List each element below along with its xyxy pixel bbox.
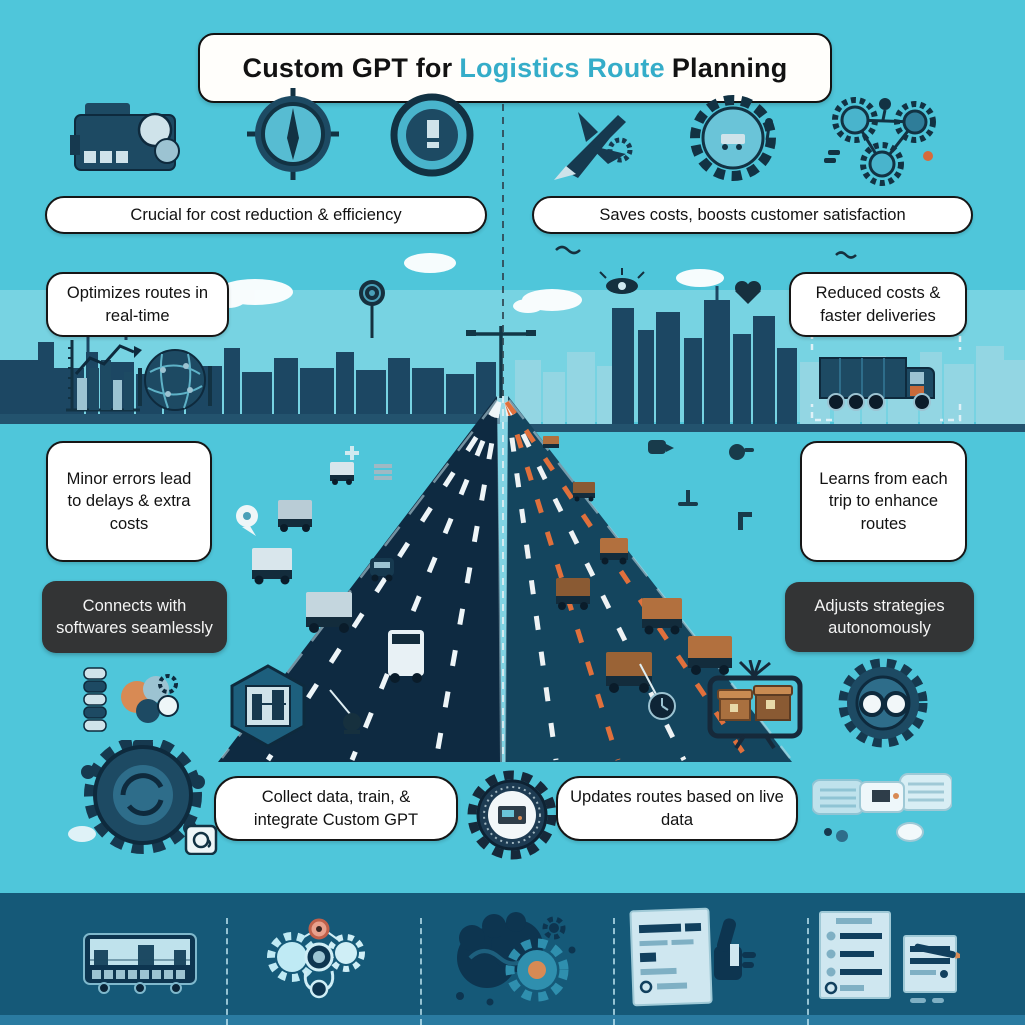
camera-gauge-icon [462,770,562,860]
module-ring-icon [683,90,783,185]
callout-left-risk: Minor errors lead to delays & extra cost… [46,441,212,562]
band-separator [613,918,615,1025]
truck-icon [688,636,732,675]
car-icon [370,558,394,582]
callout-right-updates: Updates routes based on live data [556,776,798,841]
route-doc-thumbsup-icon [614,904,768,1010]
callout-left-integration: Connects with softwares seamlessly [42,581,227,653]
truck-icon [543,436,559,448]
bar-chart-trend-icon [60,332,144,420]
truck-icon [573,482,595,502]
truck-icon [606,652,652,693]
monitor-packages-icon [702,660,807,750]
callout-right-benefit: Saves costs, boosts customer satisfactio… [532,196,973,234]
heart-icon [735,281,761,304]
truck-icon [642,598,682,635]
signal-dartboard-icon [359,280,385,338]
band-separator [226,918,228,1025]
title-suffix: Planning [671,52,788,83]
bird-icon [555,245,581,255]
streetlamp-icon [466,326,536,398]
band-separator [420,918,422,1025]
callout-right-learning: Learns from each trip to enhance routes [800,441,967,562]
speech-bubble-icon [236,505,258,536]
checklist-pen-icon [800,910,960,1010]
goggles-gear-icon [838,658,928,748]
callout-left-workflow: Collect data, train, & integrate Custom … [214,776,458,841]
van-icon [388,630,424,683]
band-separator [807,918,809,1025]
mini-clock-icon [639,663,676,720]
title-highlight: Logistics Route [459,52,665,83]
gears-camera-icon [264,915,374,1005]
brain-gears-icon [82,662,182,737]
airplane-gear-icon [548,100,648,185]
truck-display-icon [80,920,200,1000]
token-ring-icon [389,92,475,178]
route-sphere-icon [138,340,212,418]
truck-icon [600,538,628,565]
truck-icon [252,548,292,585]
gear-mechanism-icon [68,740,220,855]
hexagon-circuit-icon [228,664,308,748]
mini-robot-icon [329,689,361,734]
plus-icon [345,446,359,460]
truck-icon [278,500,312,532]
left-lane-markings [265,400,502,762]
vision-eye-icon [599,268,645,294]
callout-right-autonomy: Adjusts strategies autonomously [785,582,974,652]
truck-icon [306,592,352,633]
gadget-icons [648,440,754,530]
truck-icon [330,462,354,485]
left-road-trucks [252,462,424,683]
right-road-trucks [543,436,732,693]
title-prefix: Custom GPT for [242,52,453,83]
compass-target-icon [247,88,339,180]
bottom-band-edge [0,1015,1025,1025]
callout-left-benefit: Crucial for cost reduction & efficiency [45,196,487,234]
drone-scanner-icon [812,752,952,852]
bird-icon [835,251,857,259]
callout-right-feature: Reduced costs & faster deliveries [789,272,967,337]
engine-machinery-icon [70,95,210,180]
pallet-stack-icon [374,464,392,480]
callout-left-feature: Optimizes routes in real-time [46,272,229,337]
truck-icon [556,578,590,610]
truck-blueprint-icon [810,332,962,424]
gear-network-icon [820,92,945,192]
page-title: Custom GPT for Logistics Route Planning [198,33,832,103]
brain-gear-dark-icon [432,900,580,1015]
